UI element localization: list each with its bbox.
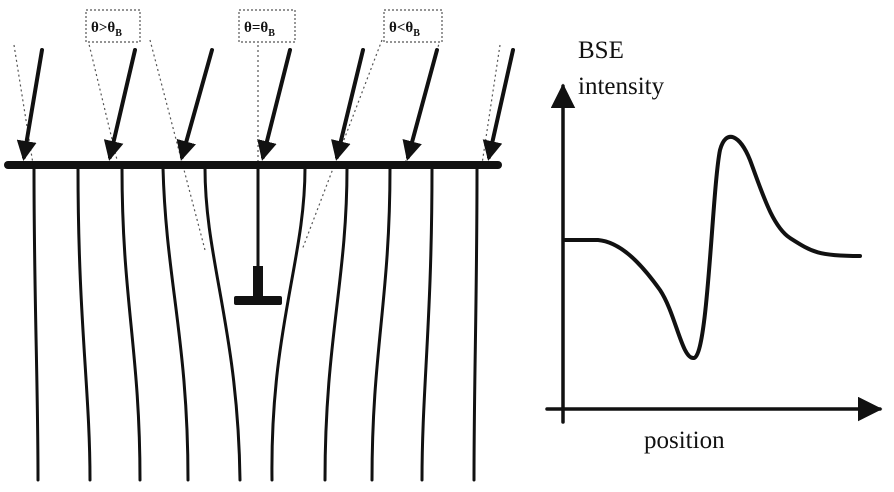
guide-line bbox=[301, 39, 383, 251]
beam-arrow bbox=[103, 48, 137, 161]
lattice-plane bbox=[120, 166, 142, 482]
x-axis-label: position bbox=[644, 427, 725, 454]
condition-label: θ>θB bbox=[91, 20, 122, 39]
condition-label: θ=θB bbox=[244, 20, 275, 39]
lattice-plane bbox=[203, 166, 242, 482]
lattice-plane bbox=[161, 166, 190, 482]
beam-arrow bbox=[482, 48, 515, 161]
dislocation-base bbox=[234, 296, 282, 305]
dislocation-stem bbox=[253, 266, 263, 298]
condition-box bbox=[238, 9, 296, 43]
condition-label-greater: θ>θB bbox=[85, 9, 141, 43]
guide-line bbox=[13, 44, 34, 165]
bse-intensity-curve bbox=[563, 134, 862, 360]
lattice-plane bbox=[270, 166, 307, 482]
y-axis-label-line2: intensity bbox=[578, 73, 665, 100]
condition-label-less: θ<θB bbox=[383, 9, 443, 43]
lattice-plane bbox=[32, 166, 40, 482]
lattice-plane bbox=[472, 166, 479, 482]
condition-label: θ<θB bbox=[389, 20, 420, 39]
dislocation-symbol bbox=[234, 266, 282, 305]
beam-arrow bbox=[176, 48, 214, 161]
beam-arrow bbox=[331, 48, 365, 161]
beam-arrow bbox=[257, 48, 292, 161]
crystal-lattice: θ>θB θ=θB θ<θB bbox=[4, 9, 515, 482]
condition-label-equal: θ=θB bbox=[238, 9, 296, 43]
beam-arrow bbox=[402, 48, 439, 161]
incident-beams bbox=[16, 48, 515, 161]
lattice-plane bbox=[420, 166, 434, 482]
bse-intensity-plot: BSE intensity position bbox=[545, 37, 883, 454]
lattice-plane bbox=[76, 166, 92, 482]
condition-box bbox=[85, 9, 141, 43]
lattice-plane bbox=[370, 166, 392, 482]
guide-line bbox=[149, 39, 206, 251]
condition-box bbox=[383, 9, 443, 43]
lattice-planes bbox=[32, 166, 479, 482]
lattice-plane bbox=[323, 166, 349, 482]
beam-arrow bbox=[16, 48, 44, 161]
y-axis-label: BSE bbox=[578, 37, 624, 64]
